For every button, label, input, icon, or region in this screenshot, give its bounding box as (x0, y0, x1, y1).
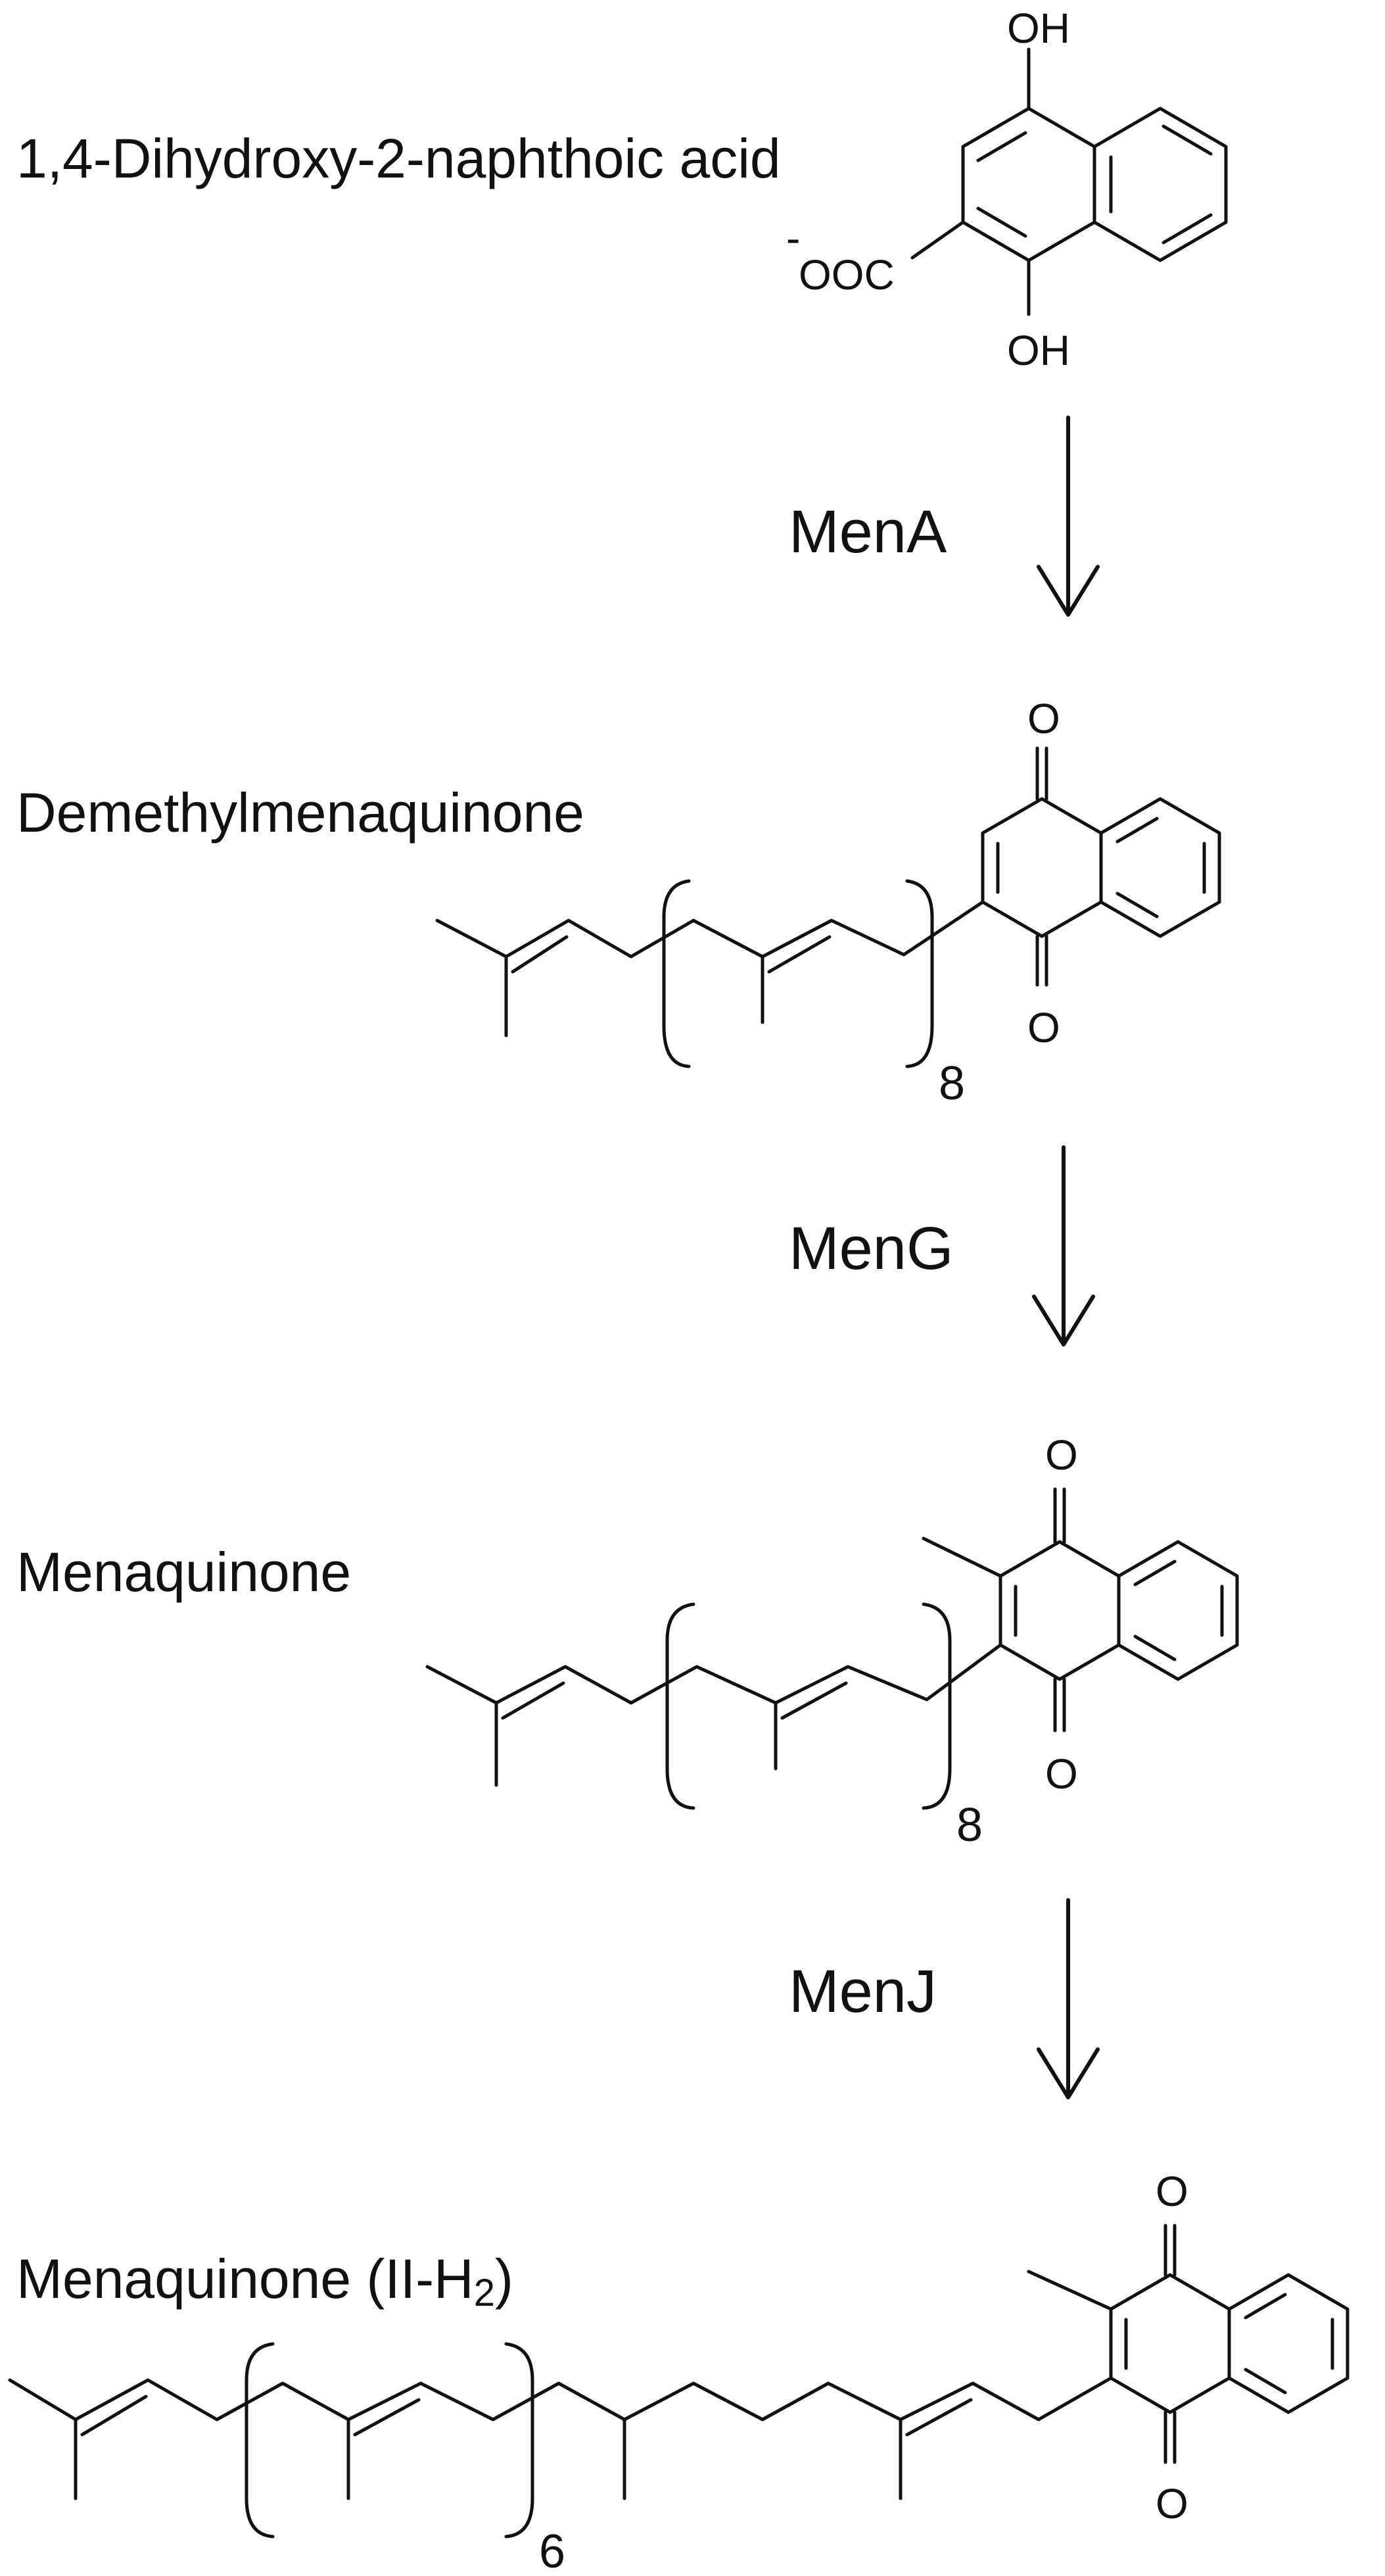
repeat-bracket-right (922, 1602, 952, 1810)
dhna-oh-bottom: OH (1007, 327, 1070, 374)
isoprenoid-chain (435, 900, 985, 959)
repeat-count: 8 (956, 1799, 983, 1851)
compound-name-menaquinone-ii-h2: Menaquinone (II-H2) (16, 2248, 513, 2314)
ring-methyl (1027, 2270, 1113, 2311)
menaquinone-structure: O O 8 (425, 1431, 1239, 1851)
quinone-ring (981, 797, 1103, 938)
repeat-bracket-left (665, 1602, 695, 1810)
chain-double-bond (767, 935, 832, 974)
chain-double-bond (905, 2398, 973, 2437)
repeat-count: 6 (539, 2525, 565, 2576)
benzene-double-bond (1115, 817, 1159, 844)
carbonyl-o-bottom: O (1027, 1004, 1060, 1051)
dhna-double-bond (976, 206, 1027, 238)
dhna-double-bond (1162, 213, 1213, 245)
benzene-ring (1117, 1540, 1239, 1681)
carbonyl-o-top: O (1156, 2168, 1188, 2215)
enzyme-label-mena: MenA (789, 498, 947, 565)
dhna-oh-top: OH (1007, 5, 1070, 52)
carbonyl-o-bottom: O (1156, 2480, 1188, 2527)
reaction-arrowhead (1037, 565, 1100, 617)
carbonyl-o-top: O (1027, 695, 1060, 742)
compound-name-demethylmenaquinone: Demethylmenaquinone (16, 782, 584, 844)
dhna-left-ring (961, 107, 1096, 262)
step-meng: MenG (789, 1145, 1095, 1347)
compound-name-dhna: 1,4-Dihydroxy-2-naphthoic acid (16, 128, 781, 189)
dhna-right-ring (1092, 107, 1228, 262)
dhna-cooh-bond (910, 220, 965, 260)
isoprenoid-chain (425, 1643, 1002, 1705)
quinone-ring (998, 1540, 1121, 1681)
ring-methyl (922, 1537, 1002, 1578)
benzene-double-bond (1133, 1634, 1177, 1661)
benzene-ring (1099, 797, 1221, 938)
step-mena: MenA (789, 416, 1100, 617)
repeat-count: 8 (939, 1057, 965, 1110)
carbonyl-o-bottom: O (1045, 1750, 1078, 1798)
repeat-bracket-right (504, 2342, 534, 2539)
benzene-double-bond (1133, 1560, 1177, 1586)
chain-double-bond (501, 1681, 565, 1720)
enzyme-label-meng: MenG (789, 1215, 954, 1282)
step-menj: MenJ (789, 1898, 1100, 2099)
compound-name-menaquinone: Menaquinone (16, 1541, 351, 1603)
benzene-double-bond (1244, 2293, 1287, 2320)
chain-double-bond (511, 935, 569, 974)
benzene-double-bond (1244, 2368, 1287, 2395)
chain-double-bond (780, 1681, 848, 1720)
benzene-double-bond (1115, 892, 1159, 918)
repeat-bracket-left (245, 2342, 275, 2539)
repeat-bracket-right (905, 879, 934, 1068)
dhna-carboxylate: OOC (799, 251, 895, 298)
compound-menaquinone: Menaquinone O O 8 (16, 1431, 1239, 1851)
reaction-arrowhead (1032, 1295, 1095, 1347)
chain-double-bond (353, 2398, 421, 2437)
compound-menaquinone-ii-h2: Menaquinone (II-H2) O O (8, 2168, 1350, 2576)
menaquinone-ii-h2-structure: O O 6 (8, 2168, 1350, 2576)
compound-demethylmenaquinone: Demethylmenaquinone O O (16, 695, 1221, 1110)
quinone-ring (1109, 2273, 1231, 2414)
dhna-double-bond (1162, 124, 1213, 156)
dhna-double-bond (976, 131, 1027, 162)
chain-double-bond (80, 2395, 148, 2437)
demethylmenaquinone-structure: O O 8 (435, 695, 1221, 1110)
enzyme-label-menj: MenJ (789, 1958, 937, 2025)
repeat-bracket-left (662, 879, 691, 1068)
dhna-charge: - (786, 214, 800, 262)
isoprenoid-chain (8, 2376, 1113, 2421)
dhna-structure: OH OH - OOC (786, 5, 1228, 374)
carbonyl-o-top: O (1045, 1431, 1078, 1479)
reaction-arrowhead (1037, 2047, 1100, 2099)
benzene-ring (1227, 2273, 1350, 2414)
compound-dhna: 1,4-Dihydroxy-2-naphthoic acid OH OH - O… (16, 5, 1228, 374)
